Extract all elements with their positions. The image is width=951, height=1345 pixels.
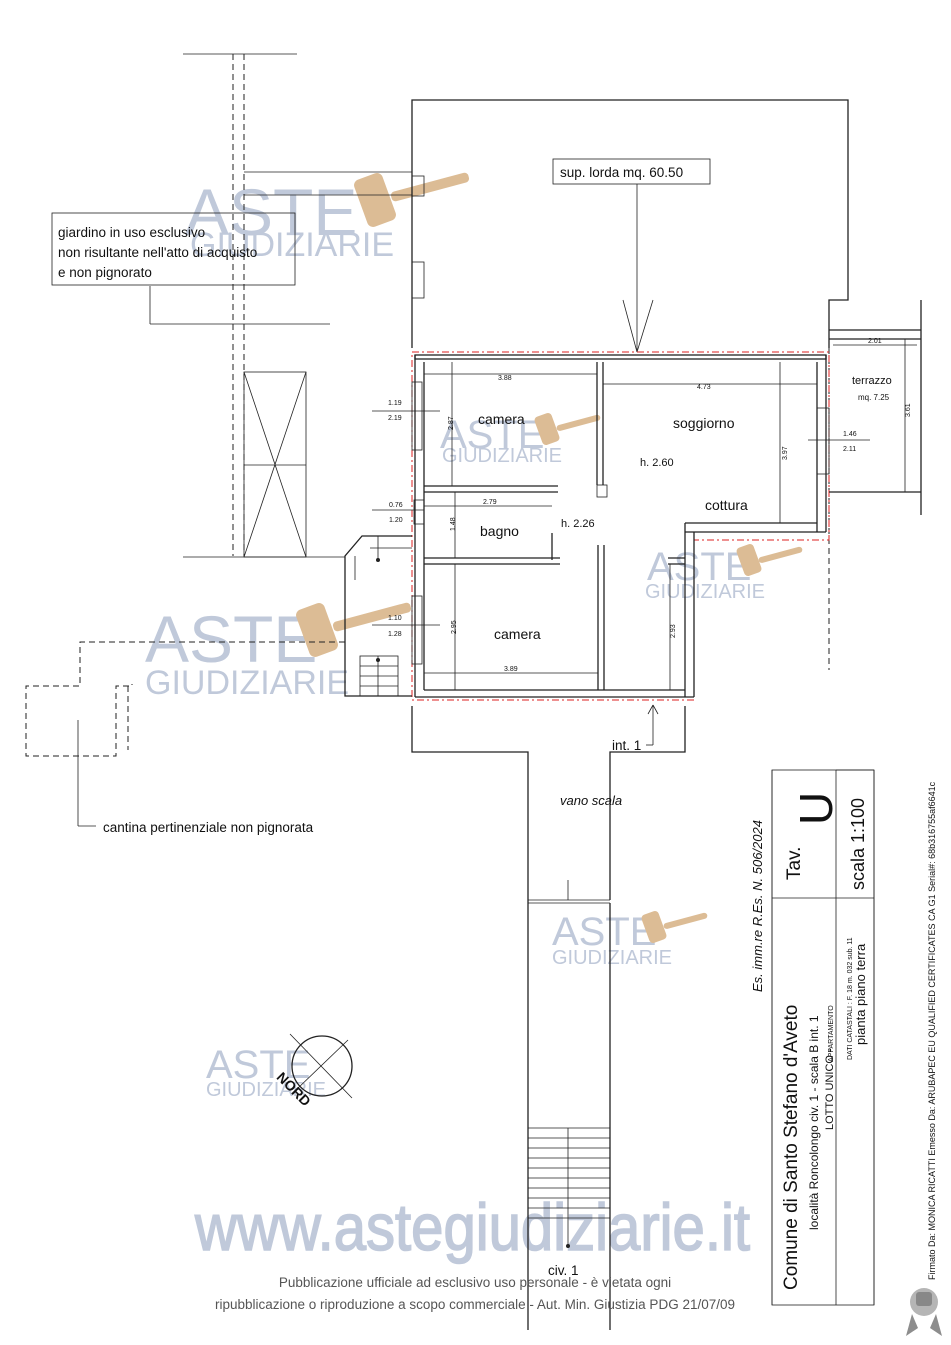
watermark-aste-4: ASTE GIUDIZIARIE	[145, 602, 412, 702]
dim-2-01: 2.01	[868, 338, 882, 345]
room-bagno: bagno	[480, 523, 519, 539]
dim-1-10: 1.10	[388, 615, 402, 622]
dim-3-89: 3.89	[504, 666, 518, 673]
room-camera-1: camera	[478, 411, 525, 427]
apartment: camera soggiorno h. 2.60 cottura bagno h…	[372, 351, 870, 701]
tipo-label: APPARTAMENTO	[828, 1005, 835, 1062]
watermark-brand: ASTE	[185, 175, 357, 249]
watermark-sub: GIUDIZIARIE	[190, 226, 394, 264]
dim-1-28: 1.28	[388, 631, 402, 638]
pianta-label: pianta piano terra	[853, 943, 868, 1045]
terrace-area: mq. 7.25	[858, 393, 890, 402]
watermark-aste-1: ASTE GIUDIZIARIE	[185, 172, 470, 264]
terrace: 2.01 3.61 terrazzo mq. 7.25	[829, 300, 922, 515]
stairwell-label: vano scala	[560, 793, 622, 808]
dim-2-95: 2.95	[451, 620, 458, 634]
title-block: Es. imm.re R.Es. N. 506/2024 Tav. U scal…	[750, 769, 875, 1306]
cellar-outline: cantina pertinenziale non pignorata	[25, 641, 345, 835]
localita-label: località Roncolongo civ. 1 - scala B int…	[807, 1015, 821, 1230]
left-structure	[149, 53, 412, 558]
publication-line-2: ripubblicazione o riproduzione a scopo c…	[214, 1297, 735, 1312]
cellar-label: cantina pertinenziale non pignorata	[103, 820, 314, 835]
garden-note: giardino in uso esclusivo non risultante…	[51, 212, 296, 286]
watermark-brand: ASTE	[440, 413, 544, 457]
watermark-sub: GIUDIZIARIE	[645, 581, 765, 603]
dim-3-88: 3.88	[498, 375, 512, 382]
stairwell: vano scala int. 1 civ. 1	[411, 704, 686, 1330]
watermark-aste-3: ASTE GIUDIZIARIE	[645, 543, 803, 603]
room-soggiorno: soggiorno	[673, 415, 735, 431]
entry-stairs	[344, 535, 412, 697]
civ-label: civ. 1	[548, 1263, 579, 1278]
tav-letter: U	[790, 792, 842, 825]
garden-note-line-2: non risultante nell'atto di acquisto	[58, 245, 257, 260]
dim-2-87: 2.87	[448, 416, 455, 430]
watermark-sub: GIUDIZIARIE	[552, 947, 672, 969]
dim-1-48: 1.48	[450, 517, 457, 531]
gavel-icon	[534, 412, 601, 446]
watermark-sub: GIUDIZIARIE	[442, 445, 562, 467]
dim-4-73: 4.73	[697, 384, 711, 391]
watermark-aste-5: ASTE GIUDIZIARIE	[552, 910, 708, 969]
watermark-sub: GIUDIZIARIE	[206, 1079, 326, 1101]
watermark-group: ASTE GIUDIZIARIE ASTE GIUDIZIARIE ASTE G…	[145, 172, 803, 1265]
upper-area-outline	[411, 99, 849, 670]
dim-1-20: 1.20	[389, 517, 403, 524]
dim-1-19: 1.19	[388, 400, 402, 407]
watermark-site: www.astegiudiziarie.it	[194, 1190, 750, 1264]
digital-signature: Firmato Da: MONICA RICATTI Emesso Da: AR…	[927, 781, 937, 1280]
dim-2-11: 2.11	[843, 446, 856, 453]
catastali-label: DATI CATASTALI : F. 18 m. 032 sub. 11	[847, 937, 854, 1060]
tav-label: Tav.	[784, 847, 805, 880]
comune-label: Comune di Santo Stefano d'Aveto	[781, 1005, 802, 1290]
dim-3-61: 3.61	[905, 403, 912, 417]
surface-label: sup. lorda mq. 60.50	[560, 165, 683, 180]
scale-label: scala 1:100	[848, 798, 868, 890]
dimension-lines: 3.88 4.73 2.87 3.97 1.48 2.79 2.95 3.89 …	[372, 362, 870, 690]
height-soggiorno: h. 2.60	[640, 457, 674, 469]
dim-2-93: 2.93	[670, 624, 677, 638]
height-bagno: h. 2.26	[561, 518, 595, 530]
terrace-label: terrazzo	[852, 375, 892, 387]
watermark-aste-2: ASTE GIUDIZIARIE	[440, 412, 601, 467]
gavel-icon	[354, 172, 470, 227]
dim-1-46: 1.46	[843, 431, 857, 438]
dim-3-97: 3.97	[782, 446, 789, 460]
garden-note-line-3: e non pignorato	[58, 265, 152, 280]
dim-2-19: 2.19	[388, 415, 402, 422]
room-camera-2: camera	[494, 626, 541, 642]
stair-steps	[528, 1127, 610, 1248]
gavel-icon	[296, 602, 412, 657]
gavel-icon	[736, 543, 803, 577]
publication-line-1: Pubblicazione ufficiale ad esclusivo uso…	[278, 1275, 672, 1290]
surface-callout: sup. lorda mq. 60.50	[552, 158, 711, 353]
lotto-label: LOTTO UNICO -	[824, 1048, 836, 1130]
case-number: Es. imm.re R.Es. N. 506/2024	[750, 820, 765, 992]
property-boundary	[411, 351, 830, 701]
watermark-brand: ASTE	[552, 910, 656, 954]
seal-icon	[906, 1288, 942, 1336]
watermark-sub: GIUDIZIARIE	[145, 664, 349, 702]
watermark-brand: ASTE	[206, 1043, 310, 1087]
watermark-brand: ASTE	[647, 545, 751, 589]
room-cottura: cottura	[705, 497, 748, 513]
garden-note-line-1: giardino in uso esclusivo	[58, 225, 205, 240]
int-label: int. 1	[612, 738, 641, 753]
watermark-aste-6: ASTE GIUDIZIARIE	[206, 1043, 326, 1101]
dim-0-76: 0.76	[389, 502, 403, 509]
dim-2-79: 2.79	[483, 499, 497, 506]
gavel-icon	[641, 910, 708, 944]
watermark-brand: ASTE	[145, 602, 317, 676]
